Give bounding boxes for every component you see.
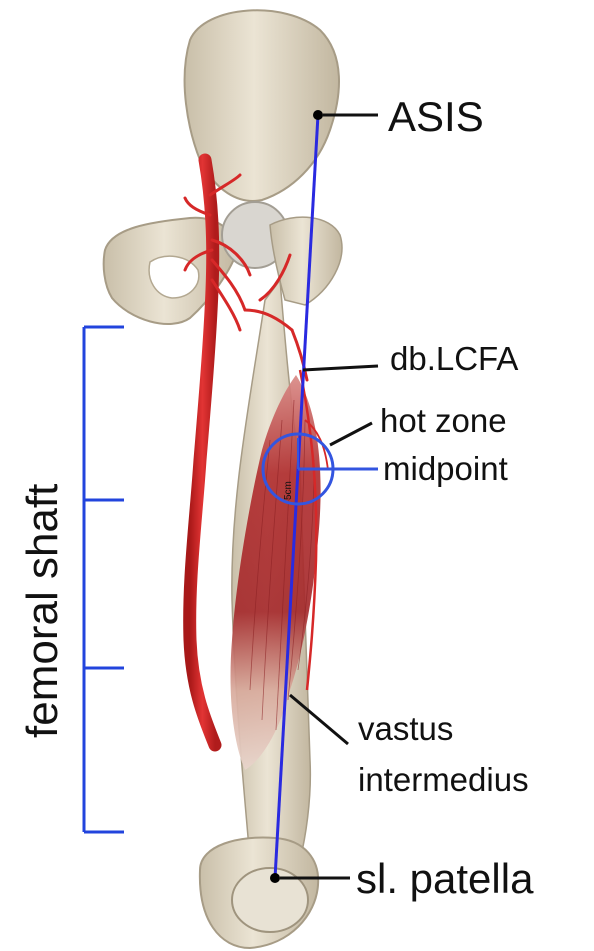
patella-label: sl. patella [356, 855, 534, 902]
patella-point [270, 873, 280, 883]
femoral-shaft-label: femoral shaft [18, 484, 67, 738]
distal-femur [200, 837, 318, 948]
intermedius-label: intermedius [358, 761, 529, 798]
vastus-label: vastus [358, 710, 453, 747]
db-lcfa-label: db.LCFA [390, 340, 518, 377]
asis-label: ASIS [388, 93, 484, 140]
asis-point [313, 110, 323, 120]
hot-zone-label: hot zone [380, 402, 507, 439]
midpoint-label: midpoint [383, 450, 508, 487]
five-cm-label: 5cm [283, 481, 294, 500]
femoral-head [222, 202, 342, 305]
femoral-shaft-bracket [84, 327, 124, 832]
